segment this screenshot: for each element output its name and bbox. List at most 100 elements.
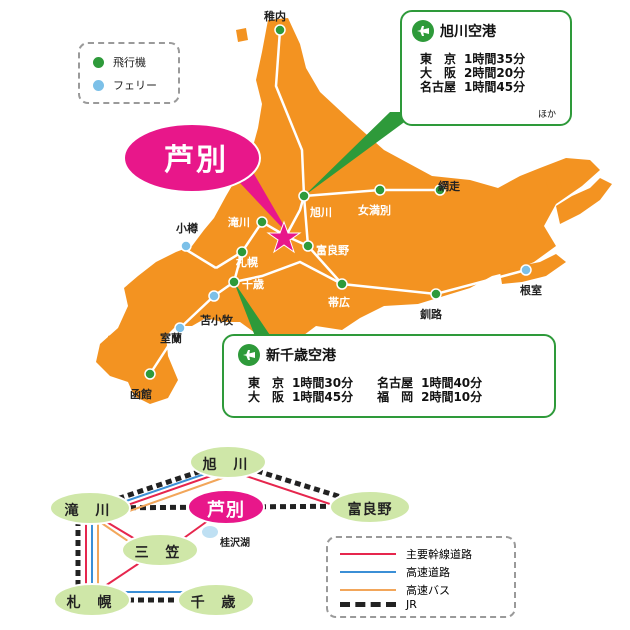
label-otaru: 小樽 [176,222,198,235]
chitose-callout-wedge [234,282,276,344]
legend-airplane: 飛行機 [92,54,146,70]
oval-ashibetsu [187,489,265,525]
label-tomakomai: 苫小牧 [200,314,233,327]
dot-muroran [174,322,186,334]
legend-jr: JR [340,598,417,611]
ferry-dots [174,240,532,334]
diagram-sapporo-label: 札 幌 [66,595,118,611]
dot-chitose [228,276,240,288]
nemuro-peninsula [500,254,566,284]
table-row: 東 京 1時間35分 [416,52,529,66]
dot-otaru [180,240,192,252]
shiretoko-peninsula [556,178,612,224]
oval-takikawa [49,491,131,525]
cell-time: 1時間35分 [464,52,526,66]
map-legend: 飛行機 フェリー [78,42,180,104]
cell-time: 1時間30分 [292,376,354,390]
label-asahikawa: 旭川 [310,206,332,219]
dot-kushiro [430,288,442,300]
label-abashiri: 網走 [438,180,460,193]
shinchitose-airport-box: 新千歳空港 東 京 1時間30分 名古屋 1時間40分 大 阪 1時間45分 福… [222,334,556,418]
label-hakodate: 函館 [130,388,152,401]
dot-sapporo [236,246,248,258]
label-sapporo: 札幌 [236,256,258,269]
diagram-asahikawa-label: 旭 川 [202,457,254,473]
star-icon [266,220,302,254]
asahikawa-airport-header: 旭川空港 [412,20,496,42]
cell-time: 1時間45分 [292,390,354,404]
table-row: 大 阪 2時間20分 [416,66,529,80]
oval-sapporo [53,583,131,617]
asahikawa-airport-title: 旭川空港 [440,24,496,40]
legend-main-road-label: 主要幹線道路 [406,548,472,561]
island [546,176,562,194]
label-furano: 富良野 [316,244,349,257]
airplane-icon [238,344,260,366]
dot-tomakomai [208,290,220,302]
airport-dots [144,24,446,380]
legend-airplane-label: 飛行機 [113,56,146,69]
diagram-furano-label: 富良野 [347,502,393,518]
legend-expressway: 高速道路 [340,564,450,580]
shinchitose-times-table: 東 京 1時間30分 名古屋 1時間40分 大 阪 1時間45分 福 岡 2時間… [244,376,486,404]
dot-memanbetsu [374,184,386,196]
table-row: 東 京 1時間30分 名古屋 1時間40分 [244,376,486,390]
oval-furano [329,490,411,524]
label-wakkanai: 稚内 [264,10,286,23]
label-takikawa: 滝川 [228,216,250,229]
oval-chitose [177,583,255,617]
cell-city: 東 京 [248,376,285,390]
dot-abashiri [434,184,446,196]
cell-city: 名古屋 [377,376,414,390]
diagram-ashibetsu-label: 芦別 [207,500,245,521]
cell-time: 1時間45分 [464,80,526,94]
dot-takikawa [256,216,268,228]
legend-express-bus: 高速バス [340,582,450,598]
cell-city: 大 阪 [420,66,457,80]
shinchitose-airport-header: 新千歳空港 [238,344,336,366]
ashibetsu-bubble-label: 芦別 [164,143,228,178]
dot-wakkanai [274,24,286,36]
lake-katsurazawa [202,526,218,538]
asahikawa-callout-wedge [304,112,418,196]
cell-time: 1時間40分 [421,376,483,390]
label-obihiro: 帯広 [328,296,350,309]
legend-ferry: フェリー [92,77,157,93]
diagram-mikasa-label: 三 笠 [134,545,186,561]
label-kushiro: 釧路 [420,308,442,321]
diagram-takikawa-label: 滝 川 [64,503,116,519]
cell-city: 東 京 [420,52,457,66]
dot-hakodate [144,368,156,380]
oval-asahikawa [189,445,267,479]
label-nemuro: 根室 [520,284,542,297]
airplane-icon [412,20,434,42]
shinchitose-airport-title: 新千歳空港 [266,348,336,364]
label-memanbetsu: 女満別 [358,204,391,217]
diagram-katsurazawa-label: 桂沢湖 [220,538,250,549]
island [108,334,116,344]
express-bus-line-icon [340,589,396,591]
asahikawa-note: ほか [537,110,556,120]
asahikawa-airport-box: 旭川空港 東 京 1時間35分 大 阪 2時間20分 名古屋 1時間45分 ほか [400,10,572,126]
legend-main-road: 主要幹線道路 [340,546,472,562]
dot-obihiro [336,278,348,290]
legend-jr-label: JR [406,598,417,611]
cell-time: 2時間20分 [464,66,526,80]
island [236,28,248,42]
asahikawa-times-table: 東 京 1時間35分 大 阪 2時間20分 名古屋 1時間45分 [416,52,529,94]
jr-line-icon [340,602,396,607]
cell-time: 2時間10分 [421,390,483,404]
table-row: 名古屋 1時間45分 [416,80,529,94]
dot-furano [302,240,314,252]
diagram-chitose-label: 千 歳 [190,595,242,611]
expressway-line-icon [340,571,396,573]
label-chitose: 千歳 [242,278,264,291]
ferry-dot-icon [92,78,105,92]
cell-city: 名古屋 [420,80,457,94]
airplane-dot-icon [92,55,105,69]
table-row: 大 阪 1時間45分 福 岡 2時間10分 [244,390,486,404]
dot-nemuro [520,264,532,276]
legend-expressway-label: 高速道路 [406,566,450,579]
cell-city: 大 阪 [248,390,285,404]
main-road-line-icon [340,553,396,555]
